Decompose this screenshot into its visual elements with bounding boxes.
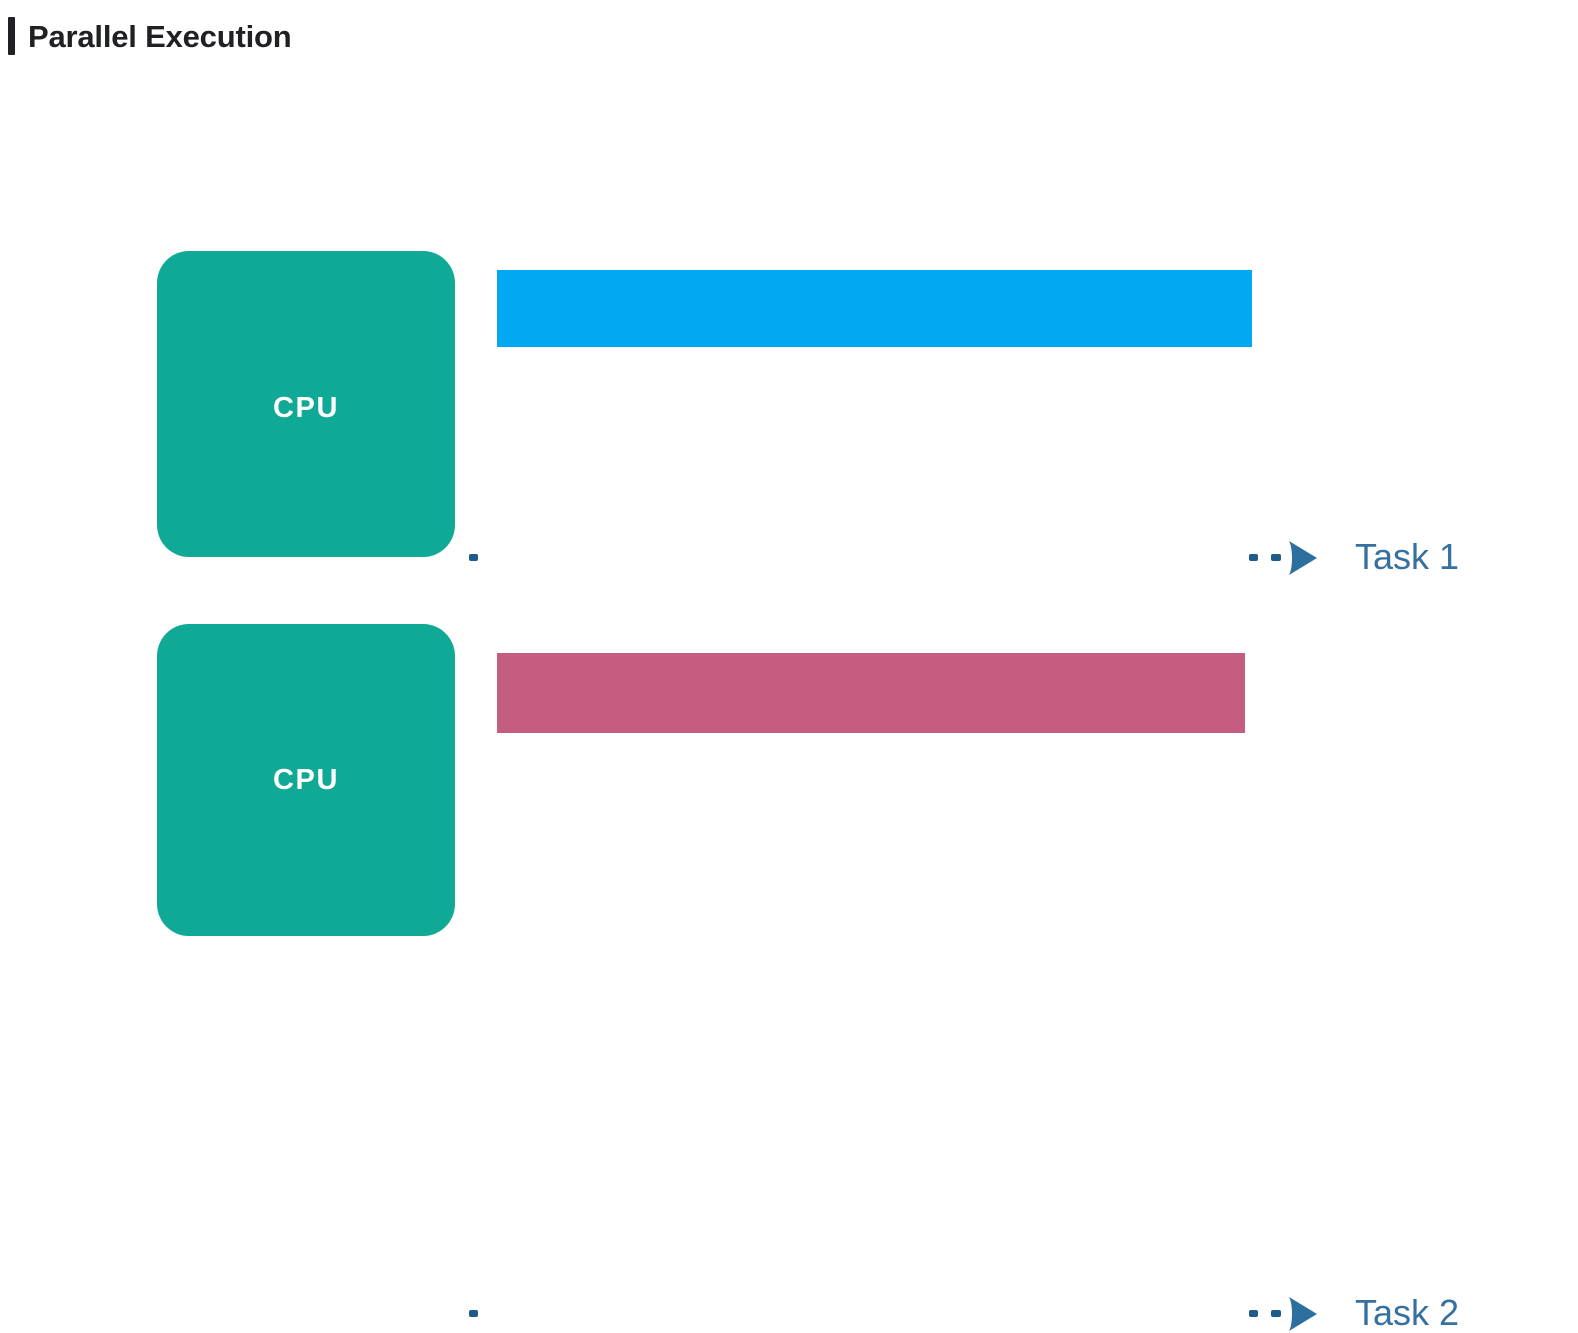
arrow-right-triangle-icon (1288, 1296, 1318, 1332)
parallel-execution-diagram: CPU Task 1 CPU Task 2 (0, 251, 1578, 1331)
connector-dash-out-1b (1271, 554, 1281, 561)
execution-lane-2: CPU Task 2 (0, 624, 1578, 1331)
connector-dash-in-1 (469, 554, 478, 561)
page-title-text: Parallel Execution (28, 18, 292, 54)
cpu-node-2[interactable]: CPU (157, 624, 455, 936)
connector-dash-out-2a (1249, 1310, 1258, 1317)
execution-lane-1: CPU Task 1 (0, 251, 1578, 575)
cpu-node-1-label: CPU (272, 392, 340, 424)
task-label-1: Task 1 (1355, 536, 1460, 577)
connector-dash-out-1a (1249, 554, 1258, 561)
task-bar-1[interactable] (497, 270, 1252, 347)
cpu-node-2-label: CPU (272, 764, 340, 796)
title-accent-bar (8, 17, 15, 55)
cpu-node-1[interactable]: CPU (157, 251, 455, 557)
connector-dash-in-2 (469, 1310, 478, 1317)
connector-dash-out-2b (1271, 1310, 1281, 1317)
arrow-right-triangle-icon (1288, 540, 1318, 576)
task-bar-2[interactable] (497, 653, 1245, 733)
task-label-2: Task 2 (1355, 1292, 1460, 1333)
page-title: Parallel Execution (8, 12, 292, 60)
